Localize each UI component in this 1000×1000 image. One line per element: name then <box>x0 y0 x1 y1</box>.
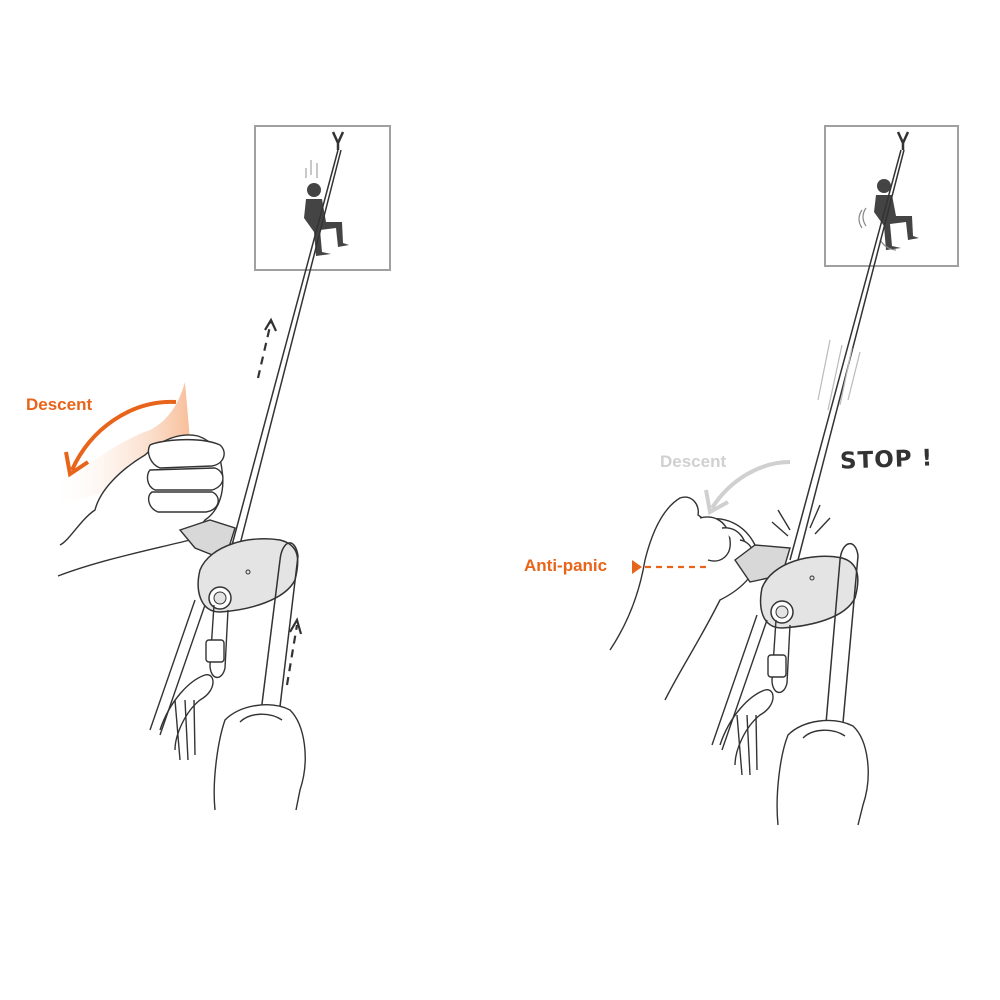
right-carabiner <box>711 614 791 776</box>
left-inset <box>254 125 391 271</box>
left-belay-device <box>178 519 299 613</box>
right-panel <box>609 125 959 826</box>
descent-label-right: Descent <box>660 452 727 471</box>
climber-descending-icon <box>304 183 349 256</box>
stop-label: STOP ! <box>839 445 934 475</box>
anti-panic-arrow-icon <box>632 560 708 574</box>
anti-panic-label: Anti-panic <box>524 556 608 575</box>
descent-label-left: Descent <box>26 395 93 414</box>
right-belay-device <box>734 544 859 629</box>
right-inset <box>824 125 959 267</box>
right-lower-hand <box>776 719 869 826</box>
left-upper-hand <box>57 434 225 577</box>
left-carabiner <box>149 599 229 761</box>
descent-curved-arrow-icon <box>64 399 177 478</box>
rope-feed-up-arrow-icon <box>256 317 278 379</box>
right-upper-hand <box>609 496 758 701</box>
rope-feed-up-arrow-icon <box>285 617 303 686</box>
left-lower-hand <box>213 704 306 811</box>
descent-curved-arrow-icon <box>704 460 791 516</box>
left-panel <box>50 125 391 811</box>
